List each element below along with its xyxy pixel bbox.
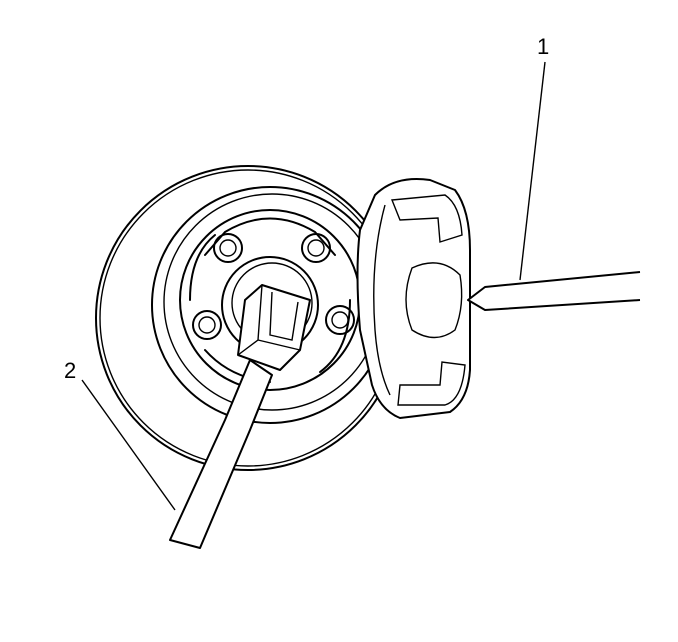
wheel-stud [325,305,355,335]
wheel-hub [179,209,361,391]
leader-line-2 [81,379,176,511]
brake-caliper [356,178,471,419]
hub-holding-tool [169,284,311,549]
callout-label-2: 2 [64,358,77,383]
wheel-stud [213,233,243,263]
wheel-stud [192,310,222,340]
leader-line-1 [519,61,546,281]
callout-label-1: 1 [537,34,550,59]
wheel-stud [301,233,331,263]
pry-bar [467,271,641,311]
